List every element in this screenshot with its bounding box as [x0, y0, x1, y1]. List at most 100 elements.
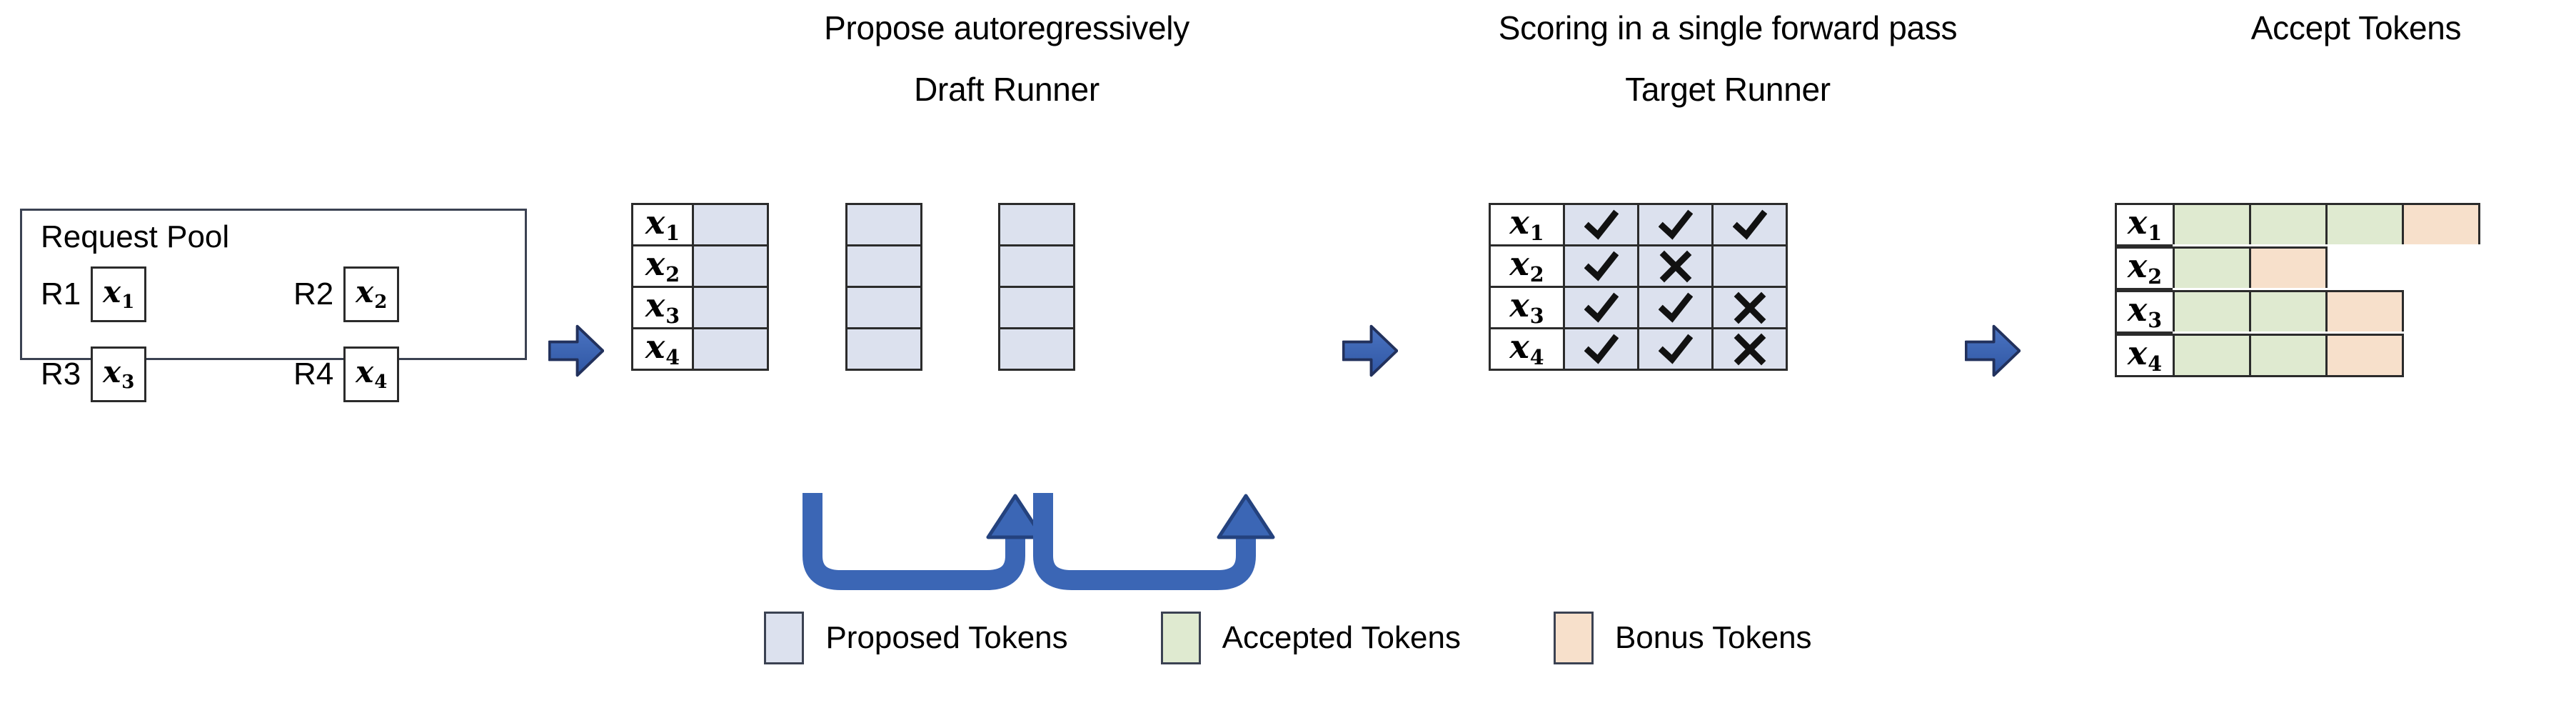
accept-tokens-title: Accept Tokens	[2250, 9, 2462, 46]
request-item-r1[interactable]: R1 x1	[41, 266, 147, 322]
request-pool-panel: Request Pool R1 x1 R2 x2 R3 x3 R4 x4	[20, 209, 527, 402]
bonus-token-cell	[2325, 334, 2404, 377]
bonus-token-cell	[2325, 290, 2404, 331]
accepted-token-cell	[2173, 290, 2249, 331]
token-glyph: x1	[2127, 203, 2163, 246]
request-label: R3	[41, 357, 81, 392]
request-token-box: x3	[91, 346, 147, 402]
target-row-label: x2	[1491, 246, 1565, 288]
cross-icon	[1734, 333, 1766, 365]
flow-arrow-pool-to-draft	[548, 323, 605, 379]
draft-proposal-column-3[interactable]	[998, 203, 1075, 371]
check-icon	[1584, 292, 1619, 323]
bonus-token-cell	[2402, 203, 2480, 244]
token-glyph: x3	[2127, 290, 2163, 333]
target-runner-panel: x1 x2 x3	[1489, 203, 1788, 371]
legend-item-accepted: Accepted Tokens	[1160, 612, 1461, 664]
draft-row-label: x1	[633, 205, 692, 246]
check-icon	[1658, 209, 1693, 240]
proposed-token-cell	[847, 246, 920, 288]
score-cell-accept	[1565, 288, 1639, 329]
accepted-token-cell	[2173, 246, 2249, 288]
proposed-token-cell	[1000, 288, 1073, 329]
check-icon	[1584, 251, 1619, 281]
score-cell-reject	[1639, 246, 1714, 288]
token-glyph: x3	[1509, 286, 1544, 329]
proposed-token-cell	[1000, 329, 1073, 371]
accept-row-label: x1	[2115, 203, 2173, 246]
check-icon	[1658, 334, 1693, 364]
target-runner-title: Target Runner	[1625, 71, 1831, 108]
accept-row-label: x3	[2115, 290, 2173, 334]
request-pool-title: Request Pool	[41, 219, 230, 254]
score-cell-accept	[1639, 329, 1714, 371]
draft-proposal-column-2[interactable]	[845, 203, 922, 371]
token-glyph: x1	[1509, 203, 1544, 246]
score-cell-accept	[1639, 288, 1714, 329]
token-glyph: x2	[645, 244, 680, 287]
request-token-box: x1	[91, 266, 147, 322]
draft-proposal-column-1[interactable]	[692, 203, 769, 371]
draft-row-label: x2	[633, 246, 692, 288]
token-glyph: x3	[645, 286, 680, 329]
accept-row: x2	[2115, 246, 2480, 290]
score-cell-empty	[1714, 246, 1788, 288]
token-glyph: x2	[356, 274, 388, 313]
token-glyph: x1	[645, 203, 680, 246]
propose-caption: Propose autoregressively	[824, 9, 1189, 46]
legend-item-proposed: Proposed Tokens	[764, 612, 1068, 664]
draft-runner-title: Draft Runner	[914, 71, 1100, 108]
token-glyph: x4	[645, 327, 680, 370]
accepted-token-cell	[2249, 290, 2325, 331]
token-glyph: x4	[1509, 327, 1544, 370]
accept-tokens-panel: x1 x2 x3 x4	[2115, 203, 2480, 377]
check-icon	[1732, 209, 1767, 240]
accepted-token-swatch	[1160, 612, 1201, 664]
token-glyph: x2	[1509, 244, 1544, 287]
proposed-token-cell	[1000, 246, 1073, 288]
token-glyph: x4	[356, 354, 388, 393]
request-item-r4[interactable]: R4 x4	[293, 346, 400, 402]
cross-icon	[1734, 291, 1766, 324]
proposed-token-cell	[847, 329, 920, 371]
proposed-token-swatch	[764, 612, 805, 664]
check-icon	[1658, 292, 1693, 323]
score-cell-accept	[1565, 329, 1639, 371]
request-item-r2[interactable]: R2 x2	[293, 266, 400, 322]
accepted-token-cell	[2173, 203, 2249, 244]
accept-row-label: x2	[2115, 246, 2173, 290]
proposed-token-cell	[1000, 205, 1073, 246]
accept-row: x4	[2115, 334, 2480, 377]
proposed-token-cell	[847, 288, 920, 329]
legend-label: Proposed Tokens	[825, 620, 1068, 655]
proposed-token-cell	[847, 205, 920, 246]
legend: Proposed Tokens Accepted Tokens Bonus To…	[0, 612, 2576, 664]
request-label: R2	[293, 276, 334, 311]
score-cell-reject	[1714, 329, 1788, 371]
accept-row-label: x4	[2115, 334, 2173, 377]
legend-label: Accepted Tokens	[1222, 620, 1461, 655]
accepted-token-cell	[2249, 203, 2325, 244]
target-row-label: x3	[1491, 288, 1565, 329]
request-label: R4	[293, 357, 334, 392]
token-glyph: x3	[103, 354, 135, 393]
flow-arrow-target-to-accept	[1964, 323, 2021, 379]
accept-row: x3	[2115, 290, 2480, 334]
accepted-token-cell	[2173, 334, 2249, 377]
bonus-token-swatch	[1553, 612, 1594, 664]
token-glyph: x1	[103, 274, 135, 313]
proposed-token-cell	[694, 205, 767, 246]
request-item-r3[interactable]: R3 x3	[41, 346, 147, 402]
check-icon	[1584, 334, 1619, 364]
autoregressive-loop-arrow-1	[803, 493, 1045, 590]
cross-icon	[1659, 250, 1691, 282]
target-runner-grid: x1 x2 x3	[1489, 203, 1788, 371]
bonus-token-cell	[2249, 246, 2328, 288]
request-token-box: x4	[343, 346, 400, 402]
accepted-token-cell	[2249, 334, 2325, 377]
draft-runner-label-column: x1 x2 x3 x4	[631, 203, 694, 371]
request-label: R1	[41, 276, 81, 311]
request-token-box: x2	[343, 266, 400, 322]
score-cell-accept	[1565, 205, 1639, 246]
token-glyph: x2	[2127, 246, 2163, 289]
